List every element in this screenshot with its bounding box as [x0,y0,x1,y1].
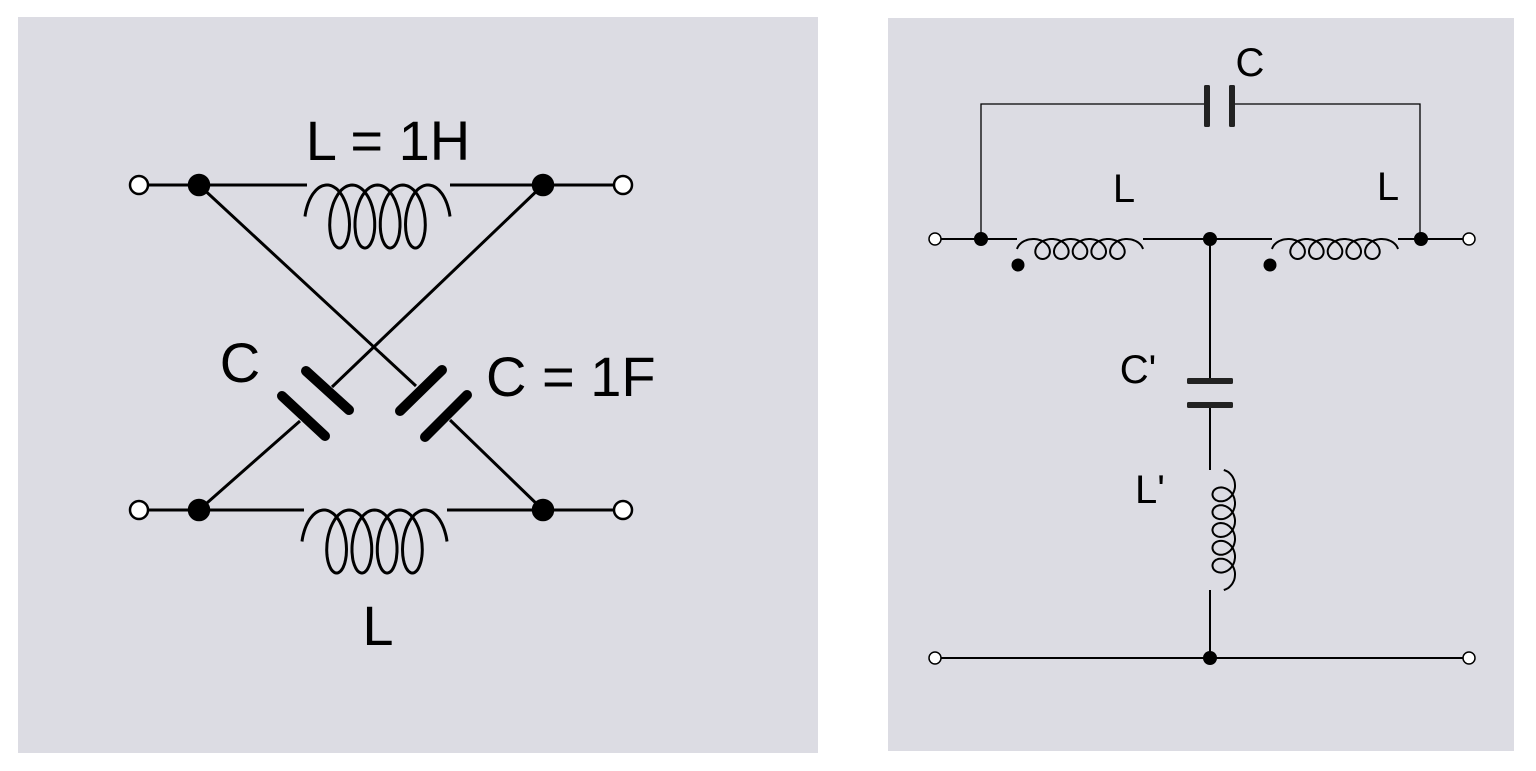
right-panel-background [888,18,1514,751]
label-top-inductor: L = 1H [306,109,470,172]
terminal [128,499,150,521]
label-right-capacitor: C = 1F [486,345,656,408]
capacitor-plate [1187,378,1233,384]
inductor-bottom [300,508,449,575]
node [187,498,211,522]
inductor-left [1016,238,1144,260]
label-left-inductor: L [1113,167,1135,211]
node [187,173,211,197]
bypass-wire [980,103,1207,239]
bridged-t-network-panel: C L L C' L' [888,18,1514,751]
label-bridging-capacitor: C [1236,41,1265,85]
polarity-dot [1011,258,1025,272]
node [531,173,555,197]
bypass-wire [1232,103,1421,239]
left-panel-background [18,17,818,753]
label-left-capacitor: C [220,331,260,394]
terminal [612,499,634,521]
cross-wire [448,418,545,512]
node [1203,232,1217,246]
label-shunt-capacitor: C' [1120,348,1157,392]
terminal [128,174,150,196]
label-right-inductor: L [1377,165,1399,209]
node [531,498,555,522]
cross-wire [197,183,418,388]
terminal [928,651,942,665]
terminal [612,174,634,196]
node [1414,232,1428,246]
label-bottom-inductor: L [362,594,393,657]
inductor-right [1271,238,1399,260]
capacitor-plate [1187,402,1233,408]
capacitor-plate [1204,85,1210,127]
cross-wire [330,183,545,389]
node [1203,651,1217,665]
terminal [928,232,942,246]
lattice-network-panel: L = 1H C C = 1F L [18,17,818,753]
capacitor-plate [395,365,447,416]
capacitor-plate [277,391,330,441]
capacitor-plate [301,366,354,415]
polarity-dot [1263,258,1277,272]
cross-wire [198,419,301,512]
terminal [1462,232,1476,246]
inductor-top [303,183,452,250]
terminal [1462,651,1476,665]
inductor-shunt [1211,469,1236,591]
label-shunt-inductor: L' [1135,468,1165,512]
capacitor-plate [1229,85,1235,127]
capacitor-plate [420,390,472,442]
node [974,232,988,246]
